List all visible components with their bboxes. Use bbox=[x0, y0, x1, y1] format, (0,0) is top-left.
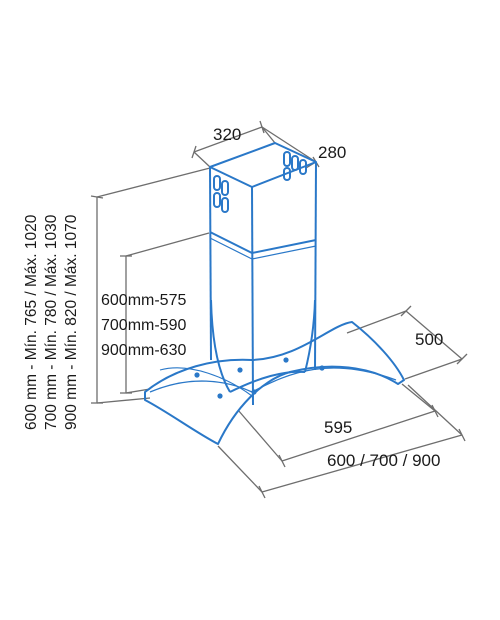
screws bbox=[194, 357, 325, 399]
label-chimney-height-900: 900mm-630 bbox=[101, 342, 186, 359]
label-total-height-900: 900 mm - Mín. 820 / Máx. 1070 bbox=[63, 214, 80, 430]
dim-line-280 bbox=[261, 126, 317, 163]
dim-line-595 bbox=[281, 410, 436, 462]
label-595: 595 bbox=[324, 418, 352, 437]
label-hood-width: 600 / 700 / 900 bbox=[327, 451, 440, 470]
dim-line-500 bbox=[405, 310, 463, 360]
label-total-height-700: 700 mm - Mín. 780 / Máx. 1030 bbox=[43, 214, 60, 430]
label-320: 320 bbox=[213, 125, 241, 144]
hood-outline bbox=[144, 142, 405, 445]
glass-canopy bbox=[144, 321, 405, 445]
chimney-joint bbox=[209, 231, 317, 254]
dim-line-320 bbox=[193, 126, 263, 153]
screw-dot bbox=[194, 372, 200, 378]
label-chimney-height-600: 600mm-575 bbox=[101, 292, 186, 309]
motor-body-front bbox=[210, 299, 231, 393]
dimension-lines bbox=[90, 120, 468, 499]
label-500: 500 bbox=[415, 330, 443, 349]
label-280: 280 bbox=[318, 143, 346, 162]
label-total-height-600: 600 mm - Mín. 765 / Máx. 1020 bbox=[23, 214, 40, 430]
vent-slot bbox=[213, 175, 221, 191]
dim-line-hood-width bbox=[261, 434, 463, 493]
label-chimney-height-700: 700mm-590 bbox=[101, 317, 186, 334]
